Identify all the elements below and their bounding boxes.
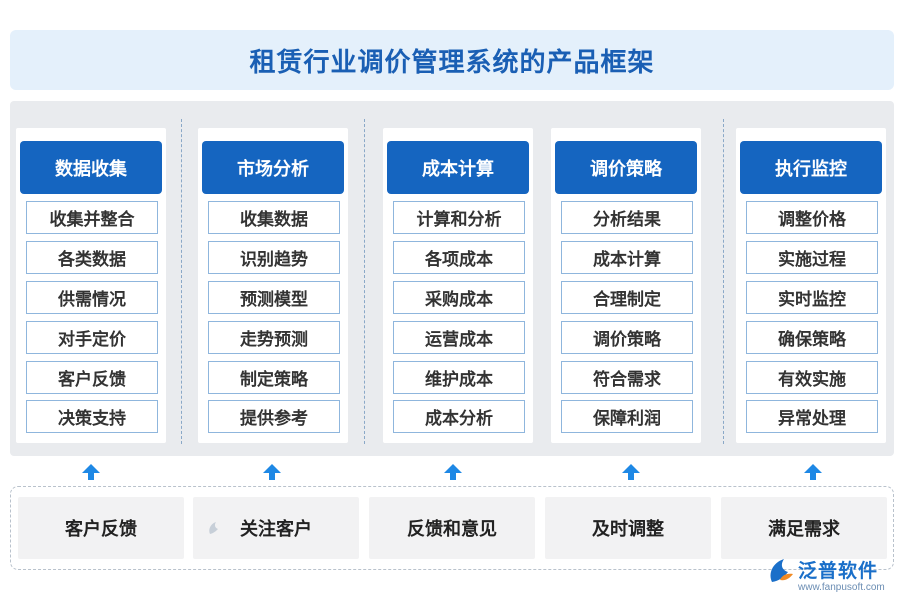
column-market-analysis: 市场分析 收集数据 识别趋势 预测模型 走势预测 制定策略 提供参考 bbox=[198, 128, 348, 443]
feedback-box: 客户反馈 bbox=[18, 497, 184, 559]
brand-logo: 泛普软件 www.fanpusoft.com bbox=[768, 554, 898, 598]
column-item: 有效实施 bbox=[746, 361, 878, 394]
column-divider bbox=[723, 119, 724, 444]
watermark-icon bbox=[207, 519, 237, 537]
column-pricing-strategy: 调价策略 分析结果 成本计算 合理制定 调价策略 符合需求 保障利润 bbox=[551, 128, 701, 443]
logo-url: www.fanpusoft.com bbox=[798, 582, 885, 593]
column-item: 客户反馈 bbox=[26, 361, 158, 394]
column-item: 预测模型 bbox=[208, 281, 340, 314]
column-header: 调价策略 bbox=[555, 141, 697, 194]
column-item: 成本计算 bbox=[561, 241, 693, 274]
framework-panel: 数据收集 收集并整合 各类数据 供需情况 对手定价 客户反馈 决策支持 市场分析… bbox=[10, 101, 894, 456]
column-item: 识别趋势 bbox=[208, 241, 340, 274]
column-cost-calculation: 成本计算 计算和分析 各项成本 采购成本 运营成本 维护成本 成本分析 bbox=[383, 128, 533, 443]
column-item: 异常处理 bbox=[746, 400, 878, 433]
column-item: 调价策略 bbox=[561, 321, 693, 354]
feedback-box: 关注客户 bbox=[193, 497, 359, 559]
column-header: 市场分析 bbox=[202, 141, 344, 194]
column-header: 成本计算 bbox=[387, 141, 529, 194]
up-arrow-icon bbox=[263, 464, 281, 480]
feedback-box: 反馈和意见 bbox=[369, 497, 535, 559]
column-item: 采购成本 bbox=[393, 281, 525, 314]
column-execution-monitoring: 执行监控 调整价格 实施过程 实时监控 确保策略 有效实施 异常处理 bbox=[736, 128, 886, 443]
column-item: 调整价格 bbox=[746, 201, 878, 234]
column-item: 实施过程 bbox=[746, 241, 878, 274]
up-arrow-icon bbox=[622, 464, 640, 480]
feedback-panel: 客户反馈 关注客户 反馈和意见 及时调整 满足需求 bbox=[10, 486, 894, 570]
column-item: 提供参考 bbox=[208, 400, 340, 433]
column-item: 符合需求 bbox=[561, 361, 693, 394]
column-item: 各类数据 bbox=[26, 241, 158, 274]
logo-name: 泛普软件 bbox=[798, 560, 879, 582]
column-item: 对手定价 bbox=[26, 321, 158, 354]
column-divider bbox=[364, 119, 365, 444]
column-item: 运营成本 bbox=[393, 321, 525, 354]
column-item: 收集数据 bbox=[208, 201, 340, 234]
column-item: 收集并整合 bbox=[26, 201, 158, 234]
column-item: 分析结果 bbox=[561, 201, 693, 234]
column-header: 执行监控 bbox=[740, 141, 882, 194]
column-item: 各项成本 bbox=[393, 241, 525, 274]
feedback-box: 满足需求 bbox=[721, 497, 887, 559]
column-item: 走势预测 bbox=[208, 321, 340, 354]
column-item: 实时监控 bbox=[746, 281, 878, 314]
title-bar: 租赁行业调价管理系统的产品框架 bbox=[10, 30, 894, 90]
column-item: 成本分析 bbox=[393, 400, 525, 433]
up-arrow-icon bbox=[444, 464, 462, 480]
column-item: 合理制定 bbox=[561, 281, 693, 314]
column-item: 维护成本 bbox=[393, 361, 525, 394]
page-title: 租赁行业调价管理系统的产品框架 bbox=[249, 47, 655, 78]
column-item: 决策支持 bbox=[26, 400, 158, 433]
up-arrow-icon bbox=[804, 464, 822, 480]
column-item: 供需情况 bbox=[26, 281, 158, 314]
column-item: 保障利润 bbox=[561, 400, 693, 433]
feedback-box: 及时调整 bbox=[545, 497, 711, 559]
column-item: 制定策略 bbox=[208, 361, 340, 394]
column-data-collection: 数据收集 收集并整合 各类数据 供需情况 对手定价 客户反馈 决策支持 bbox=[16, 128, 166, 443]
column-header: 数据收集 bbox=[20, 141, 162, 194]
up-arrow-icon bbox=[82, 464, 100, 480]
column-divider bbox=[181, 119, 182, 444]
logo-icon bbox=[770, 559, 793, 582]
column-item: 确保策略 bbox=[746, 321, 878, 354]
column-item: 计算和分析 bbox=[393, 201, 525, 234]
